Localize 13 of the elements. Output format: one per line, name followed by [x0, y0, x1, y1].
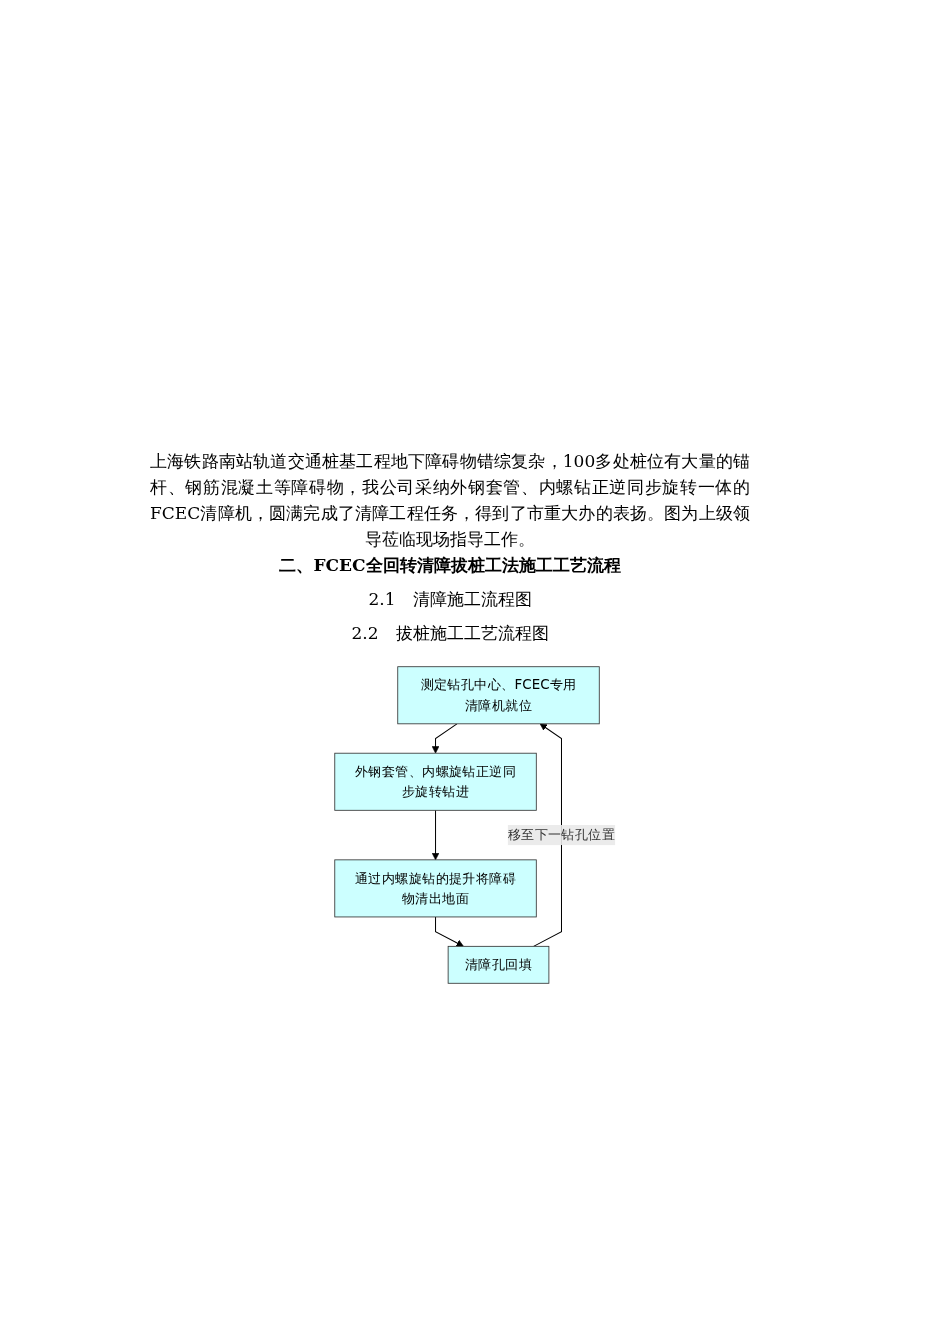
arrow	[431, 723, 458, 754]
node-box: 测定钻孔中心、FCEC专用清障机就位	[397, 666, 600, 725]
figure-caption: 2.2 拔桩施工工艺流程图	[350, 622, 550, 645]
subheading: 2.1 清障施工流程图	[367, 588, 533, 611]
arrow	[431, 809, 440, 861]
node-box: 通过内螺旋钻的提升将障碍物清出地面	[334, 859, 537, 918]
edge-label: 移至下一钻孔位置	[507, 826, 616, 843]
node-box: 清障孔回填	[447, 945, 550, 984]
arrow	[533, 723, 562, 947]
section-heading: 二、FCEC全回转清障拔桩工法施工工艺流程	[278, 554, 622, 577]
paragraph: 上海铁路南站轨道交通桩基工程地下障碍物错综复杂，100多处桩位有大量的锚杆、钢筋混凝土等障碍物，我公司采纳外钢套管、内螺钻正逆同步旋转一体的FCEC清障机，圆满完成了清障工程任务，得到了市重大办的表扬。图为上级领导莅临现场指导工作。	[150, 450, 750, 551]
node-box: 外钢套管、内螺旋钻正逆同步旋转钻进	[334, 752, 537, 811]
arrow	[435, 916, 464, 947]
